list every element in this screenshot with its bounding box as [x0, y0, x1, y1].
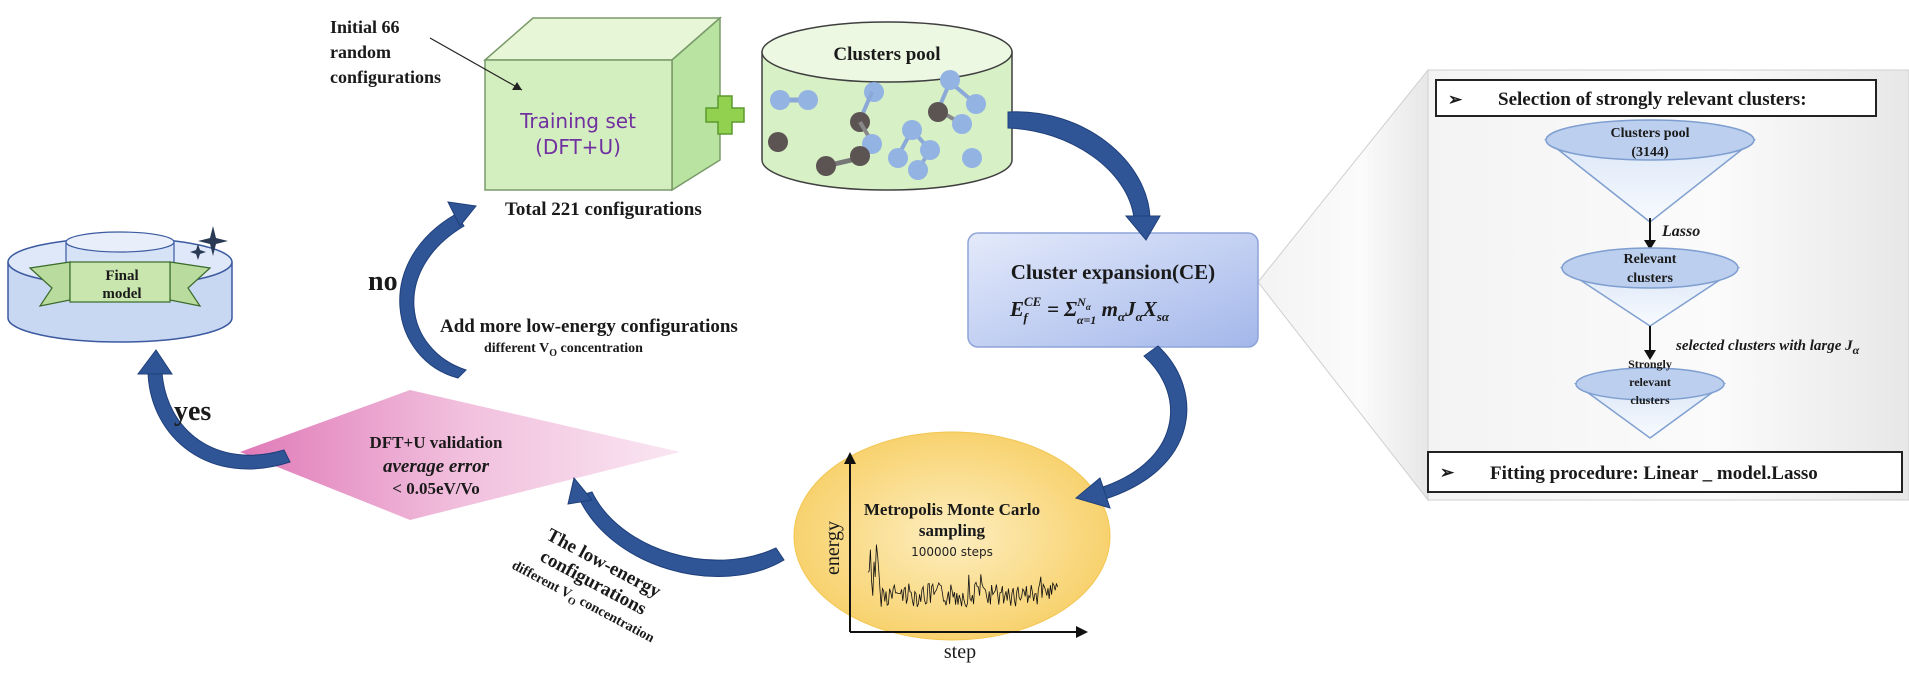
initial-config-label-3: configurations — [330, 67, 441, 87]
clusters-pool-cylinder: Clusters pool — [761, 21, 1013, 191]
arrow-head-pool-ce — [1124, 215, 1161, 241]
cluster-icons — [768, 70, 986, 180]
ce-title: Cluster expansion(CE) — [1011, 260, 1215, 284]
arrow-ce-to-mc — [1099, 345, 1188, 501]
final-model-icon: Final model — [7, 231, 233, 343]
funnel-clusters-pool: Clusters pool (3144) — [1543, 119, 1757, 223]
mc-ylabel: energy — [822, 521, 844, 575]
fitting-box — [1427, 451, 1903, 493]
funnel3-label-3: clusters — [1630, 393, 1670, 407]
clusters-pool-label: Clusters pool — [833, 44, 940, 65]
initial-config-label-2: random — [330, 42, 391, 62]
training-set-label: Training set — [519, 109, 636, 133]
funnel3-label-2: relevant — [1629, 375, 1671, 389]
training-set-cube: Training set (DFT+U) — [483, 16, 722, 192]
fitting-label: Fitting procedure: Linear _ model.Lasso — [1490, 463, 1818, 484]
monte-carlo-ellipse: energy step Metropolis Monte Carlo sampl… — [793, 431, 1111, 663]
arrow-head-val-train — [447, 201, 477, 227]
initial-config-label-1: Initial 66 — [330, 17, 400, 37]
no-label: no — [368, 266, 398, 297]
mc-steps: 100000 steps — [911, 545, 993, 559]
plus-icon — [705, 95, 745, 135]
mc-energy-trace — [867, 544, 1058, 608]
validation-error-value: < 0.05eV/Vo — [392, 479, 479, 498]
arrow-head-ce-mc — [1074, 477, 1111, 509]
selection-header-box — [1435, 79, 1877, 117]
validation-title: DFT+U validation — [370, 433, 503, 452]
arrow-val-to-training — [399, 213, 467, 379]
arrow-pool-to-ce — [1007, 111, 1151, 219]
fitting-bullet: ➢ — [1440, 463, 1455, 482]
arrow-down-icon — [1644, 350, 1656, 360]
selected-label: selected clusters with large Jα — [1675, 338, 1860, 357]
arrow-head-val-final — [137, 349, 173, 375]
low-energy-label-group: The low-energy configurations different … — [509, 525, 664, 647]
funnel1-label: Clusters pool — [1611, 126, 1690, 141]
sparkle-icon — [190, 226, 228, 260]
final-model-label-2: model — [102, 286, 141, 302]
yes-label: yes — [174, 396, 211, 427]
arrow-val-to-final — [147, 371, 291, 470]
funnel2-label-1: Relevant — [1624, 252, 1677, 267]
funnel-strongly-relevant: Strongly relevant clusters — [1573, 357, 1727, 439]
add-more-sublabel: different VO concentration — [484, 341, 643, 359]
add-more-label: Add more low-energy configurations — [440, 316, 738, 337]
arrow-down-icon — [1644, 240, 1656, 250]
mc-xlabel: step — [944, 641, 976, 663]
final-model-label-1: Final — [105, 268, 138, 284]
validation-error-label: average error — [383, 456, 490, 477]
mc-title-1: Metropolis Monte Carlo — [864, 500, 1040, 519]
arrow-head-mc-val — [567, 476, 593, 505]
selection-bullet: ➢ — [1448, 90, 1463, 109]
selection-title: Selection of strongly relevant clusters: — [1498, 89, 1807, 110]
funnel2-label-2: clusters — [1627, 271, 1673, 286]
lasso-label: Lasso — [1661, 223, 1700, 240]
total-config-label: Total 221 configurations — [505, 199, 702, 220]
validation-diamond: DFT+U validation average error < 0.05eV/… — [240, 390, 680, 520]
funnel1-count: (3144) — [1631, 145, 1669, 160]
funnel3-label-1: Strongly — [1628, 357, 1672, 371]
funnel-relevant-clusters: Relevant clusters — [1559, 247, 1741, 327]
training-set-method: (DFT+U) — [535, 135, 621, 159]
mc-title-2: sampling — [919, 521, 986, 540]
zoom-wedge — [1257, 68, 1429, 502]
